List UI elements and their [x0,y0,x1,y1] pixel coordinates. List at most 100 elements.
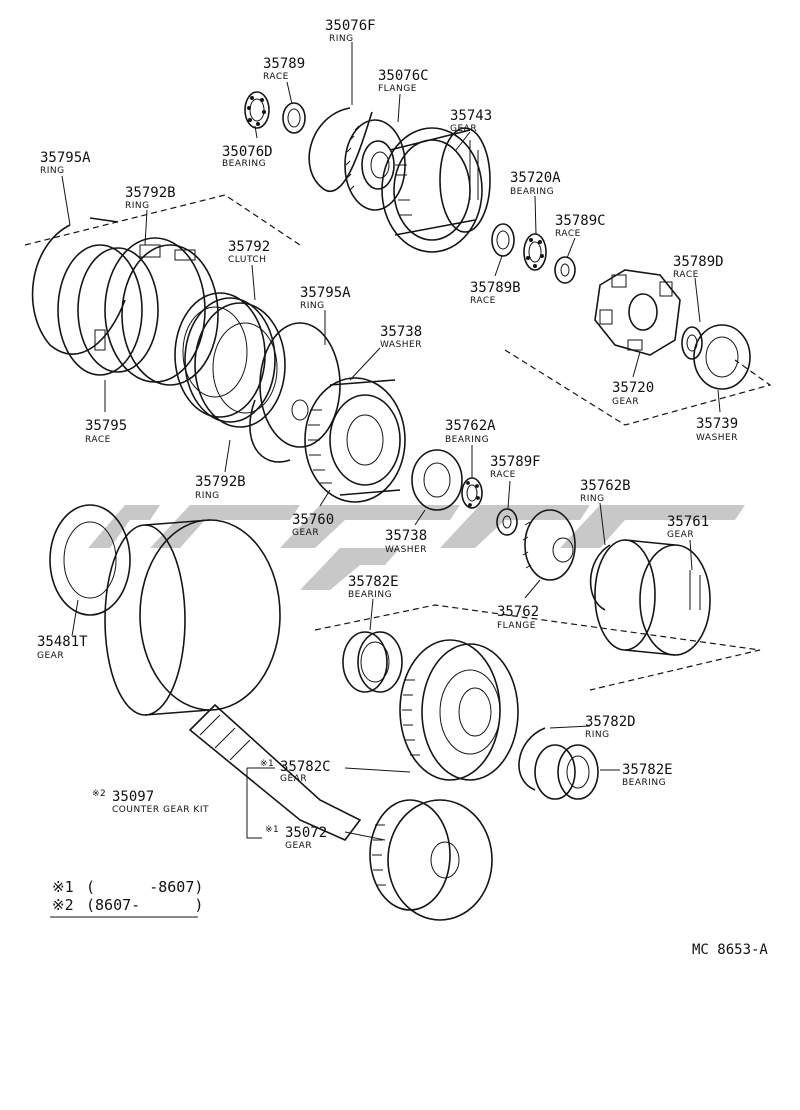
ring-35795A-upper-part [31,217,126,355]
assembly-plane-outlines [24,194,772,691]
flange-35762-part [522,509,576,581]
label-35795A-middle-number: 35795A [300,285,351,301]
label-35720A-name: BEARING [510,187,554,197]
label-35072-name: GEAR [285,841,312,851]
label-35782C-number: 35782C [280,759,331,775]
footnote-2-mark: ※2 [52,896,74,914]
label-35789F-number: 35789F [490,454,541,470]
label-35792B-lower-name: RING [195,491,220,501]
label-35795A-upper-name: RING [40,166,65,176]
label-35720-name: GEAR [612,397,639,407]
race-35789B-part [491,223,515,257]
label-35481T-number: 35481T [37,634,88,650]
label-35743-name: GEAR [450,124,477,134]
label-35789D-name: RACE [673,270,699,280]
leader-lines [61,42,721,841]
label-35789B-number: 35789B [470,280,521,296]
label-35782E-upper-name: BEARING [348,590,392,600]
label-35789B-name: RACE [470,296,496,306]
label-35743-number: 35743 [450,108,492,124]
part-labels: 35076F RING 35789 RACE 35076C FLANGE 350… [37,18,738,851]
label-35795A-middle-name: RING [300,301,325,311]
watermark-logo [88,505,745,590]
label-35782D-number: 35782D [585,714,636,730]
label-35738-lower-name: WASHER [385,545,427,555]
label-35738-lower-number: 35738 [385,528,427,544]
label-35720-number: 35720 [612,380,654,396]
label-35738-upper-name: WASHER [380,340,422,350]
label-35795A-upper-number: 35795A [40,150,91,166]
label-35076F-number: 35076F [325,18,376,34]
ring-35762B-part [589,544,611,611]
bearing-35076D-part [244,91,270,129]
label-35782C-mark: ※1 [260,759,274,769]
race-35795-part [57,244,159,376]
bearing-35762A-part [461,477,483,509]
label-35762B-name: RING [580,494,605,504]
label-35076D-number: 35076D [222,144,273,160]
label-35097-name: COUNTER GEAR KIT [112,805,209,815]
label-35097-mark: ※2 [92,789,106,799]
label-35792-number: 35792 [228,239,270,255]
ring-35792B-lower-part [249,399,291,463]
label-35782E-lower-number: 35782E [622,762,673,778]
label-35789D-number: 35789D [673,254,724,270]
label-35076D-name: BEARING [222,159,266,169]
gear-35761-part [594,539,711,656]
bearing-35782E-lower-part [534,744,599,800]
label-35789C-name: RACE [555,229,581,239]
footnote-1-text: ( -8607) [86,878,203,896]
footnote-legend: ※1 ( -8607) ※2 (8607- ) [50,878,203,918]
label-35738-upper-number: 35738 [380,324,422,340]
label-35795-number: 35795 [85,418,127,434]
counter-shaft-part [188,703,362,841]
label-35789F-name: RACE [490,470,516,480]
label-35739-number: 35739 [696,416,738,432]
label-35792B-upper-name: RING [125,201,150,211]
label-35792-name: CLUTCH [228,255,266,265]
label-35795-name: RACE [85,435,111,445]
washer-35739-part [693,324,751,390]
label-35789-name: RACE [263,72,289,82]
label-35481T-name: GEAR [37,651,64,661]
label-35760-name: GEAR [292,528,319,538]
label-35720A-number: 35720A [510,170,561,186]
label-35792B-lower-number: 35792B [195,474,246,490]
gear-35481T-part [49,504,281,716]
label-35782E-lower-name: BEARING [622,778,666,788]
label-35782E-upper-number: 35782E [348,574,399,590]
label-35789-number: 35789 [263,56,305,72]
label-35076C-number: 35076C [378,68,429,84]
label-35760-number: 35760 [292,512,334,528]
gear-35760-part [291,377,406,503]
bearing-35720A-part [523,233,547,271]
label-35072-number: 35072 [285,825,327,841]
label-35789C-number: 35789C [555,213,606,229]
ring-35076F-part [308,107,373,193]
label-35739-name: WASHER [696,433,738,443]
label-35762B-number: 35762B [580,478,631,494]
label-35762A-number: 35762A [445,418,496,434]
gear-35743-part [381,127,491,253]
label-35762A-name: BEARING [445,435,489,445]
footnote-1-mark: ※1 [52,878,74,896]
ring-35792B-upper-part [94,237,219,386]
label-35072-mark: ※1 [265,825,279,835]
gear-35720-part [594,269,681,356]
ring-35782D-part [518,727,546,791]
label-35761-number: 35761 [667,514,709,530]
footnote-2-text: (8607- ) [86,896,203,914]
label-35762-name: FLANGE [497,621,536,631]
label-35792B-upper-number: 35792B [125,185,176,201]
bearing-35782E-upper-part [342,631,403,693]
label-35076F-name: RING [329,34,354,44]
race-35789D-part [681,326,703,360]
race-35789-part [282,102,306,134]
gear-35072-part [369,799,493,921]
race-35789F-part [496,508,518,536]
label-35761-name: GEAR [667,530,694,540]
label-35076C-name: FLANGE [378,84,417,94]
label-35762-number: 35762 [497,604,539,620]
